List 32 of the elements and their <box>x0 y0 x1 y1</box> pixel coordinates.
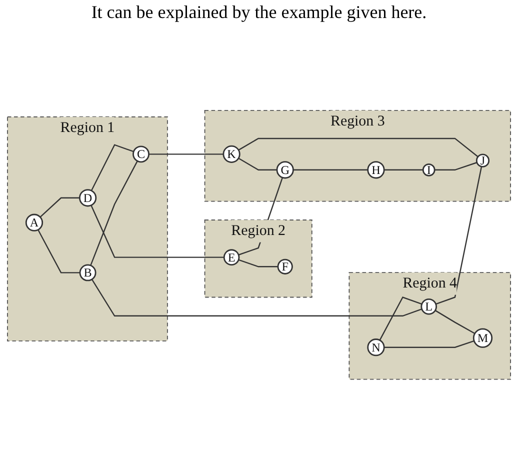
node-circle: D <box>78 188 97 206</box>
node-circle: I <box>422 163 436 176</box>
node-circle: M <box>472 328 493 348</box>
intro-text: It can be explained by the example given here. <box>91 2 427 23</box>
connector <box>238 137 478 157</box>
node-circle: H <box>367 160 385 178</box>
node-circle: N <box>367 338 385 356</box>
node-circle: G <box>276 160 294 178</box>
node-circle: F <box>277 258 293 274</box>
connector <box>38 229 80 273</box>
connector <box>293 168 368 170</box>
node-circle: B <box>79 264 96 281</box>
connector <box>238 258 278 267</box>
connector <box>384 340 474 348</box>
connector <box>434 162 478 170</box>
node-circle: J <box>476 153 490 167</box>
connector <box>434 310 476 334</box>
connector <box>384 168 424 170</box>
connector <box>148 153 224 154</box>
connector <box>90 160 138 266</box>
connector <box>91 278 422 316</box>
connector <box>90 204 224 258</box>
node-circle: E <box>223 248 240 266</box>
node-circle: A <box>25 213 44 232</box>
node-circle: K <box>222 144 240 163</box>
connector <box>90 144 134 191</box>
connector <box>436 166 482 304</box>
node-circle: C <box>132 145 150 162</box>
connector <box>40 196 80 218</box>
node-circle: L <box>420 298 437 314</box>
connector <box>379 296 422 340</box>
connector <box>238 157 277 170</box>
